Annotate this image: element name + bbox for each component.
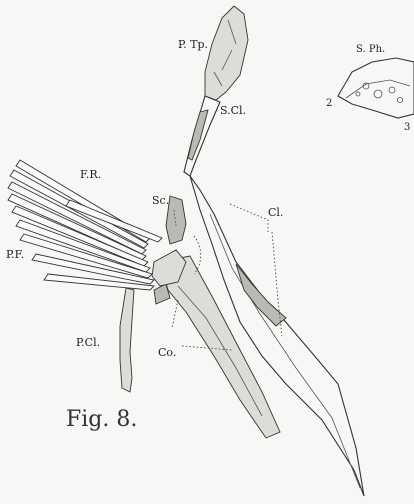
label-s-ph: S. Ph. [356, 44, 385, 55]
label-cleithrum: Cl. [268, 206, 283, 219]
label-post-clavicle: P.Cl. [76, 336, 100, 349]
label-fin-rays: F.R. [80, 168, 101, 181]
label-post-temporal: P. Tp. [178, 38, 208, 51]
supra-cleithrum-bone [184, 96, 220, 176]
label-coracoid: Co. [158, 346, 176, 359]
sph-pore [398, 98, 403, 103]
sph-pore [374, 90, 382, 98]
sph-inner-line [346, 80, 410, 98]
post-clavicle-bone [120, 288, 134, 392]
coracoid-bone [160, 256, 280, 438]
sph-pore [356, 92, 360, 96]
leader-co [172, 300, 178, 328]
label-pectoral-fin: P.F. [6, 248, 24, 261]
post-temporal-bone [205, 6, 248, 100]
label-supra-cleithrum: S.Cl. [220, 104, 246, 117]
label-num-3: 3 [404, 122, 410, 133]
label-num-2: 2 [326, 98, 332, 109]
figure-caption: Fig. 8. [66, 407, 137, 432]
sph-outline [338, 58, 414, 118]
cleithrum-stipple [236, 264, 286, 326]
leader-cl [230, 204, 268, 232]
supra-cleithrum-stipple [188, 110, 208, 160]
label-scapula: Sc. [152, 194, 169, 207]
sph-pore [389, 87, 395, 93]
